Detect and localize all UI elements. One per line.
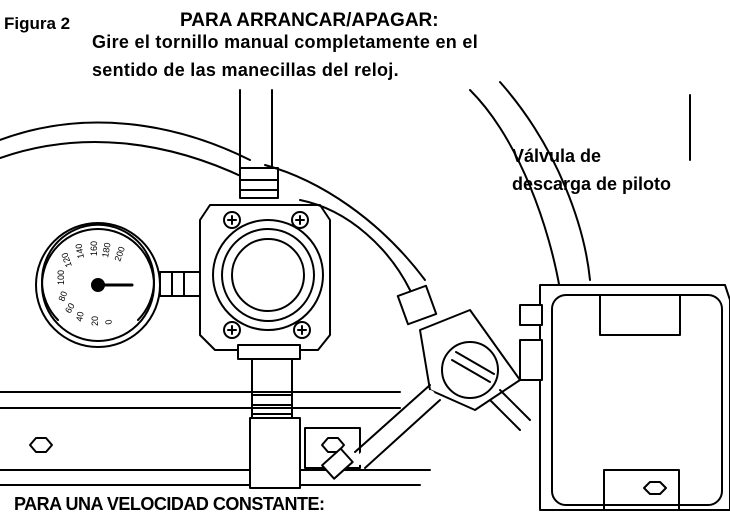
air-line-tube xyxy=(0,121,251,161)
control-line xyxy=(299,199,411,291)
pilot-valve-label-line1: Válvula de xyxy=(512,146,602,166)
pilot-valve-label-line2: descarga de piloto xyxy=(512,174,672,194)
gauge-label-40: 40 xyxy=(74,311,86,323)
tank-outline-inner xyxy=(499,81,591,281)
instruction-text-line1: Gire el tornillo manual completamente en… xyxy=(92,32,478,52)
gauge-label-160: 160 xyxy=(89,241,99,256)
gauge-label-140: 140 xyxy=(74,243,86,260)
figure-label: Figura 2 xyxy=(4,14,71,33)
gauge-label-120: 120 xyxy=(59,251,74,269)
top-fitting xyxy=(239,167,279,199)
gauge-label-100: 100 xyxy=(56,270,66,285)
gauge-label-200: 200 xyxy=(112,245,127,263)
gauge-label-80: 80 xyxy=(56,290,69,303)
manifold-port xyxy=(212,219,324,331)
lower-pipe xyxy=(251,358,293,420)
gauge-label-0: 0 xyxy=(103,319,114,326)
constant-speed-heading: PARA UNA VELOCIDAD CONSTANTE: xyxy=(14,494,325,514)
manifold-screws xyxy=(223,211,311,339)
regulator xyxy=(321,284,531,480)
gauge-scale: 200 180 160 140 120 100 80 60 40 20 0 xyxy=(56,241,127,326)
pressure-gauge xyxy=(35,222,201,348)
gauge-label-20: 20 xyxy=(90,316,100,326)
gauge-label-180: 180 xyxy=(100,242,112,259)
pressure-switch xyxy=(519,284,730,511)
tank-outline xyxy=(469,89,561,291)
gauge-label-60: 60 xyxy=(63,301,77,315)
instruction-text-line2: sentido de las manecillas del reloj. xyxy=(92,60,399,80)
start-stop-heading: PARA ARRANCAR/APAGAR: xyxy=(180,10,439,31)
